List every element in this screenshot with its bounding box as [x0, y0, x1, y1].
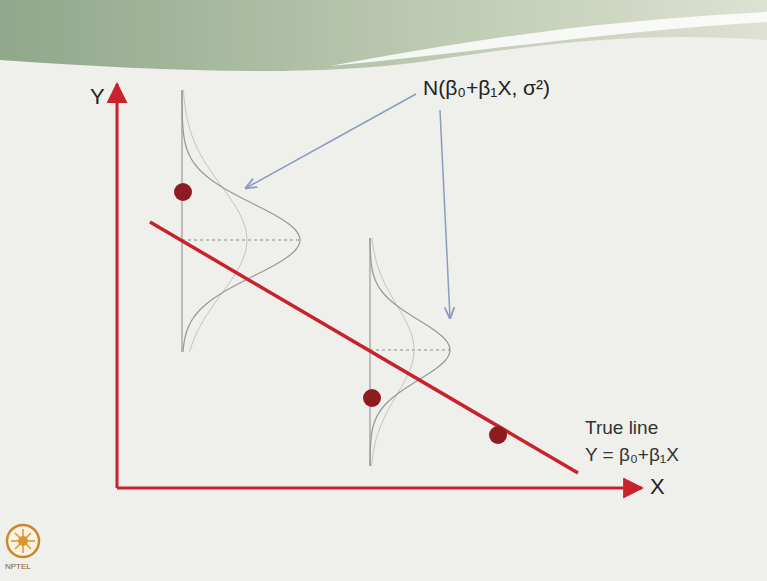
axis-label: Y [90, 84, 105, 109]
pointer-arrow [246, 94, 416, 188]
distribution-label: N(β₀+β₁X, σ²) [423, 76, 550, 100]
true-line [150, 222, 578, 473]
header-band [0, 0, 767, 71]
normal-curves [182, 90, 450, 466]
y-axis [116, 84, 119, 488]
bell-curve [182, 90, 300, 352]
logo [7, 525, 39, 557]
data-point [174, 183, 192, 201]
axis-label: X [650, 474, 665, 499]
data-point [489, 426, 507, 444]
equation-label: Y = β₀+β₁X [585, 444, 679, 466]
pointer-arrow [440, 110, 450, 318]
bell-curve-shadow [372, 238, 414, 466]
data-point [363, 389, 381, 407]
x-axis [117, 487, 642, 490]
logo-text: NPTEL [5, 562, 31, 571]
bell-curve-shadow [183, 90, 247, 352]
bell-curve [370, 238, 450, 466]
line-label: True line [585, 417, 658, 439]
mean-line [370, 349, 450, 350]
header-swoosh [330, 12, 767, 66]
mean-line [182, 239, 300, 240]
